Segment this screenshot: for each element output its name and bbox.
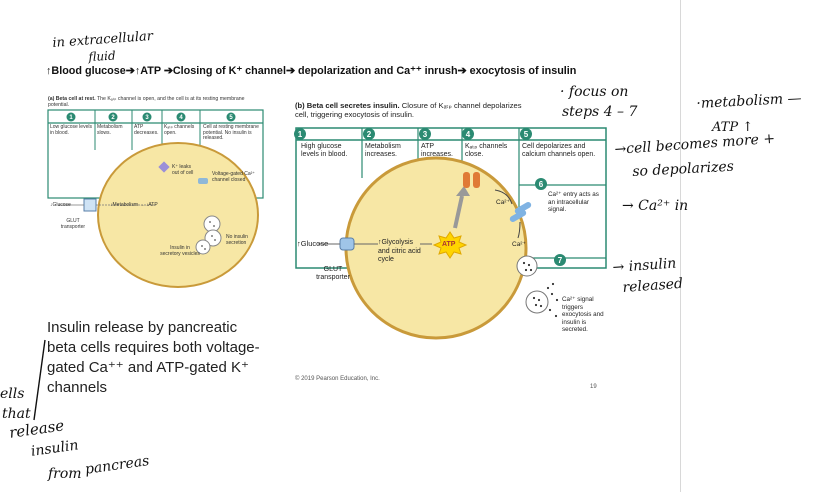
panel-b-atp: ATP [442,241,456,248]
annotation-left: from [48,466,82,482]
panel-b-step-1: High glucose levels in blood. [301,143,348,158]
panel-b-glut: GLUT transporter [316,266,350,281]
panel-b-step-5: Cell depolarizes and calcium channels op… [522,143,596,158]
annotation-ca-in: → Ca²⁺ in [622,198,689,214]
panel-b-step-num: 2 [367,130,372,139]
panel-b-citric: and citric acid cycle [378,248,421,263]
panel-a-step-5: Cell at resting membrane potential. No i… [203,124,259,141]
headline: ↑Blood glucose➔↑ATP ➔Closing of K⁺ chann… [46,65,577,77]
panel-a-step-num: 1 [69,115,73,121]
panel-a-step-4: Kₐₜₚ channels open. [164,124,195,136]
annotation-left: that [2,406,31,422]
panel-a-vesicles: Insulin in secretory vesicles [160,245,200,257]
panel-a-step-num: 5 [229,115,233,121]
slide: in extracellular fluid ↑Blood glucose➔↑A… [46,0,681,492]
panel-b-step-2: Metabolism increases. [365,143,401,158]
panel-a-metabolism: ↓Metabolism → ↓ATP [110,202,158,208]
copyright: © 2019 Pearson Education, Inc. [295,376,380,382]
panel-a-step-num: 4 [179,115,183,121]
annotation-left: ells [0,386,25,402]
panel-b-step-num: 3 [423,130,428,139]
annotation-metabolism: ·metabolism — [696,90,802,112]
panel-b-step-3: ATP increases. [421,143,453,158]
annotation-extracellular: in extracellular [52,28,154,51]
panel-a-step-num: 3 [145,115,149,121]
caption-line: channels [47,379,108,396]
caption-line: beta cells requires both voltage- [47,339,260,356]
panel-b-step-num: 7 [558,256,563,265]
panel-b-ca-label-inside: Ca²⁺ [512,241,526,248]
panel-b-ca-label: Ca²⁺ [496,199,510,206]
panel-b-step-4: Kₐₜₚ channels close. [465,143,508,158]
page-number: 19 [590,384,597,390]
panel-b-glucose: ↑Glucose [297,239,329,248]
panel-b-step-num: 5 [524,130,529,139]
annotation-steps: steps 4 – 7 [562,104,638,120]
panel-b-step-num: 1 [298,130,303,139]
panel-b-glycolysis: ↑Glycolysis [378,239,414,246]
panel-a-step-3: ATP decreases. [134,124,159,136]
panel-b-step-7: Ca²⁺ signal triggers exocytosis and insu… [562,296,604,333]
panel-a-ca-closed: Voltage-gated Ca²⁺ channel closed [212,171,255,183]
panel-b-step-num: 4 [466,130,471,139]
annotation-focus: · focus on [560,84,629,100]
panel-a-step-num: 2 [111,115,115,121]
annotation-atp: ATP ↑ [712,120,754,135]
caption-line: Insulin release by pancreatic [47,319,238,336]
slide-caption: Insulin release by pancreatic beta cells… [47,318,297,398]
panel-a-no-secretion: No insulin secretion [226,234,248,246]
annotation-fluid: fluid [88,48,116,64]
panel-a-k-leak: K⁺ leaks out of cell [172,164,194,176]
panel-a-glucose: ↓Glucose [50,202,71,208]
panel-b-title: (b) Beta cell secretes insulin. Closure … [295,101,522,119]
panel-b-step-6: Ca²⁺ entry acts as an intracellular sign… [548,191,599,213]
panel-a-glut: GLUT transporter [60,218,86,230]
panel-a-step-1: Low glucose levels in blood. [50,124,92,136]
panel-a-title: (a) Beta cell at rest. The Kₐₜₚ channel … [48,96,245,108]
panel-b-step-num: 6 [539,180,544,189]
caption-line: gated Ca⁺⁺ and ATP-gated K⁺ [47,359,249,376]
panel-a-step-2: Metabolism slows. [97,124,123,136]
